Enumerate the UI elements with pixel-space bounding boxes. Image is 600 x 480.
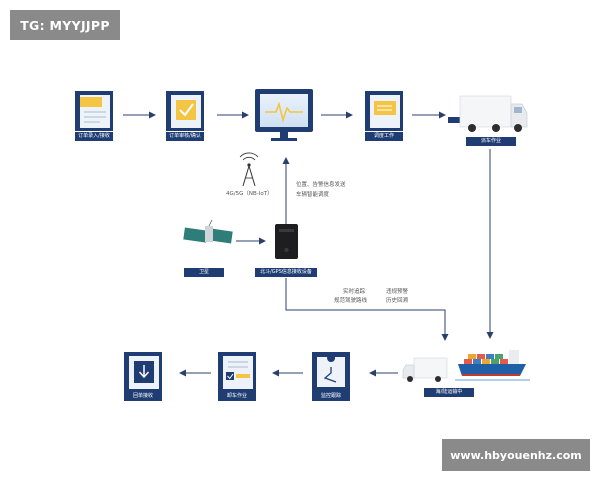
order-review-icon <box>166 91 204 131</box>
warn-annotation-line2: 历史回溯 <box>386 298 409 304</box>
dispatch-truck-icon <box>448 95 528 132</box>
unload-doc-icon <box>218 352 256 392</box>
label-order-review: 订单审核/确认 <box>166 132 204 141</box>
arrow-device-to-transport <box>285 278 449 341</box>
label-dispatch-vehicle: 派车作业 <box>466 137 516 146</box>
label-order-import: 订单录入/接收 <box>75 132 113 141</box>
dispatch-doc-icon <box>365 91 403 131</box>
order-import-icon <box>75 91 113 131</box>
label-satellite: 卫星 <box>184 268 224 277</box>
report-annotation-line1: 位置、告警信息发送 <box>296 182 346 188</box>
top-watermark: TG: MYYJJPP <box>10 10 120 40</box>
monitor-screen-icon <box>255 89 313 141</box>
signal-tower-icon <box>239 152 259 187</box>
label-receipt: 回单接收 <box>124 392 162 401</box>
transport-truck-icon <box>402 357 448 382</box>
label-monitor-track: 监控跟踪 <box>312 392 350 401</box>
track-annotation-line2: 规范驾驶路线 <box>334 298 368 304</box>
gps-receiver-icon <box>275 224 298 259</box>
report-annotation-line2: 车辆智能调度 <box>296 192 330 198</box>
bottom-watermark: www.hbyouenhz.com <box>442 439 590 471</box>
label-gps-device: 北斗/GPS信息接收设备 <box>255 268 317 277</box>
label-unload: 卸车作业 <box>218 392 256 401</box>
label-dispatch: 调度工作 <box>365 132 403 141</box>
container-ship-icon <box>455 350 530 381</box>
track-annotation-line1: 实时追踪 <box>343 289 366 295</box>
receipt-doc-icon <box>124 352 162 392</box>
warn-annotation-line1: 违规预警 <box>386 289 409 295</box>
map-track-icon <box>312 352 350 392</box>
network-annotation: 4G/5G（NB-IoT） <box>226 191 273 197</box>
label-sea-land-transport: 海/陆运输中 <box>424 388 474 397</box>
satellite-icon <box>183 219 233 244</box>
